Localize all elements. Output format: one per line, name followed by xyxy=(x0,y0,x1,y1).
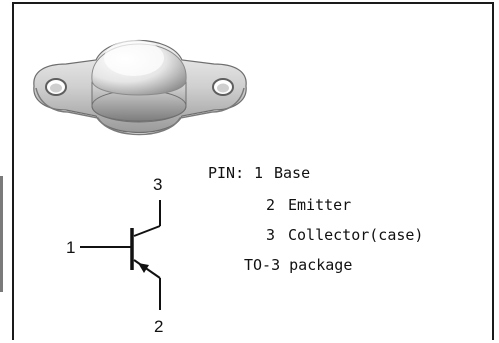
emitter-arrow xyxy=(138,263,149,273)
to3-package-icon xyxy=(33,40,247,136)
pin-number-3: 3 xyxy=(266,226,276,244)
emitter-pin-label: 2 xyxy=(154,317,164,336)
pin-name-3: Collector(case) xyxy=(288,226,424,244)
package-label: TO-3 package xyxy=(244,256,353,274)
pin-header: PIN: xyxy=(208,164,245,182)
figure-frame xyxy=(12,2,494,340)
pin-name-1: Base xyxy=(274,164,311,182)
emitter-line xyxy=(133,259,161,279)
left-edge-mark xyxy=(0,176,3,292)
pin-name-2: Emitter xyxy=(288,196,352,214)
left-margin xyxy=(0,0,12,343)
pin-number-2: 2 xyxy=(266,196,276,214)
pnp-transistor-symbol-icon xyxy=(80,200,161,310)
collector-pin-label: 3 xyxy=(153,175,163,194)
collector-line xyxy=(133,225,161,237)
pin-number-1: 1 xyxy=(254,164,264,182)
base-pin-label: 1 xyxy=(66,238,76,257)
